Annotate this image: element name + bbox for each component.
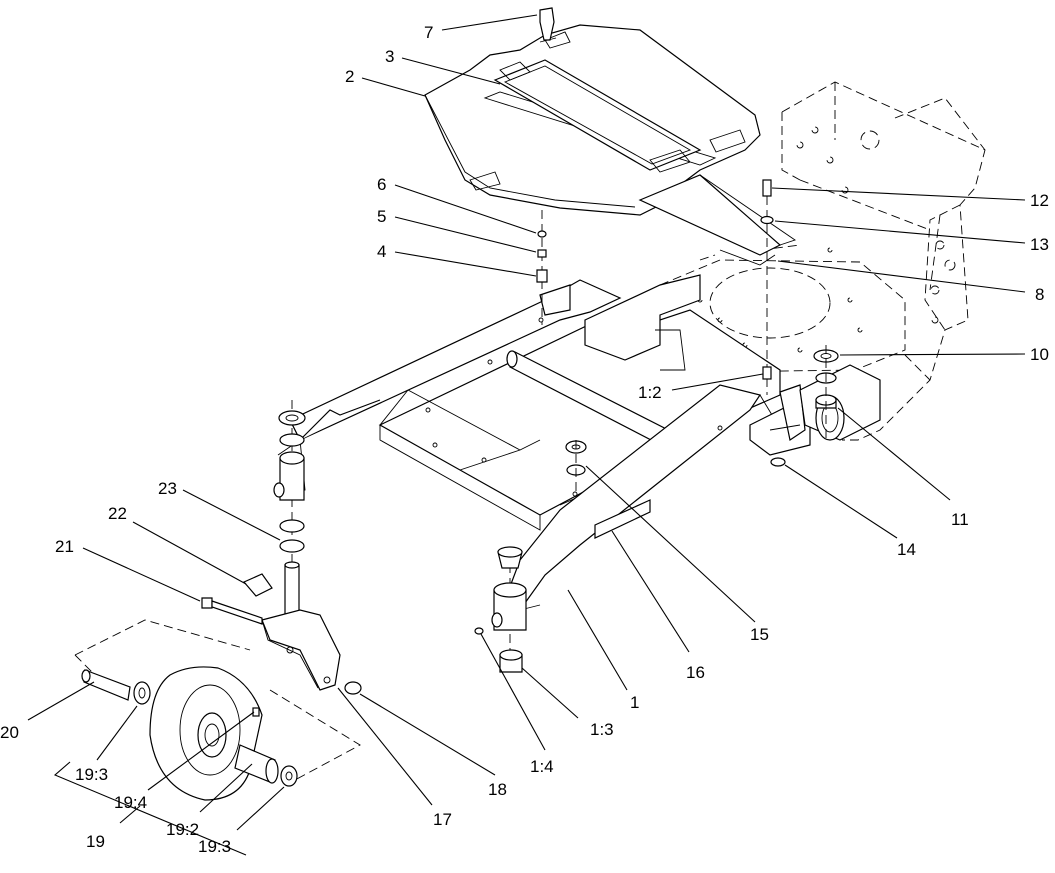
callout-18: 18: [488, 780, 507, 799]
callout-5: 5: [377, 207, 386, 226]
callout-21: 21: [55, 537, 74, 556]
callout-22: 22: [108, 504, 127, 523]
callout-23: 23: [158, 479, 177, 498]
callout-13: 13: [1030, 235, 1049, 254]
callout-1-3: 1:3: [590, 720, 614, 739]
seat-latch-knob: [539, 7, 557, 43]
callout-12: 12: [1030, 191, 1049, 210]
callout-19-2: 19:2: [166, 820, 199, 839]
callout-14: 14: [897, 540, 916, 559]
callout-10: 10: [1030, 345, 1049, 364]
callout-3: 3: [385, 47, 394, 66]
left-caster-assembly: [74, 400, 362, 801]
callout-1-2: 1:2: [638, 383, 662, 402]
callout-16: 16: [686, 663, 705, 682]
callout-7: 7: [424, 23, 433, 42]
seat-hardware-stack: [536, 210, 548, 325]
callout-15: 15: [750, 625, 769, 644]
callout-19-3-right: 19:3: [198, 837, 231, 856]
callout-20: 20: [0, 723, 19, 742]
callout-19-4: 19:4: [114, 793, 147, 812]
main-frame: [277, 274, 881, 611]
callout-labels: 7 3 2 6 5 4 12 13 8 10 1:2 11 14 23 22 2…: [0, 23, 1049, 856]
callout-11: 11: [951, 510, 969, 529]
callout-1-4: 1:4: [530, 757, 554, 776]
callout-4: 4: [377, 242, 386, 261]
leader-lines: [27, 14, 1026, 856]
callout-1: 1: [630, 693, 639, 712]
center-bushings: [565, 440, 587, 497]
callout-6: 6: [377, 175, 386, 194]
callout-19: 19: [86, 832, 105, 851]
seat-pan: [424, 24, 797, 266]
right-caster-housing: [474, 546, 527, 673]
pivot-bushings: [770, 345, 839, 467]
rail-hardware-stack: [760, 179, 774, 395]
callout-8: 8: [1035, 285, 1044, 304]
callout-19-3-left: 19:3: [75, 765, 108, 784]
callout-17: 17: [433, 810, 452, 829]
callout-2: 2: [345, 67, 354, 86]
